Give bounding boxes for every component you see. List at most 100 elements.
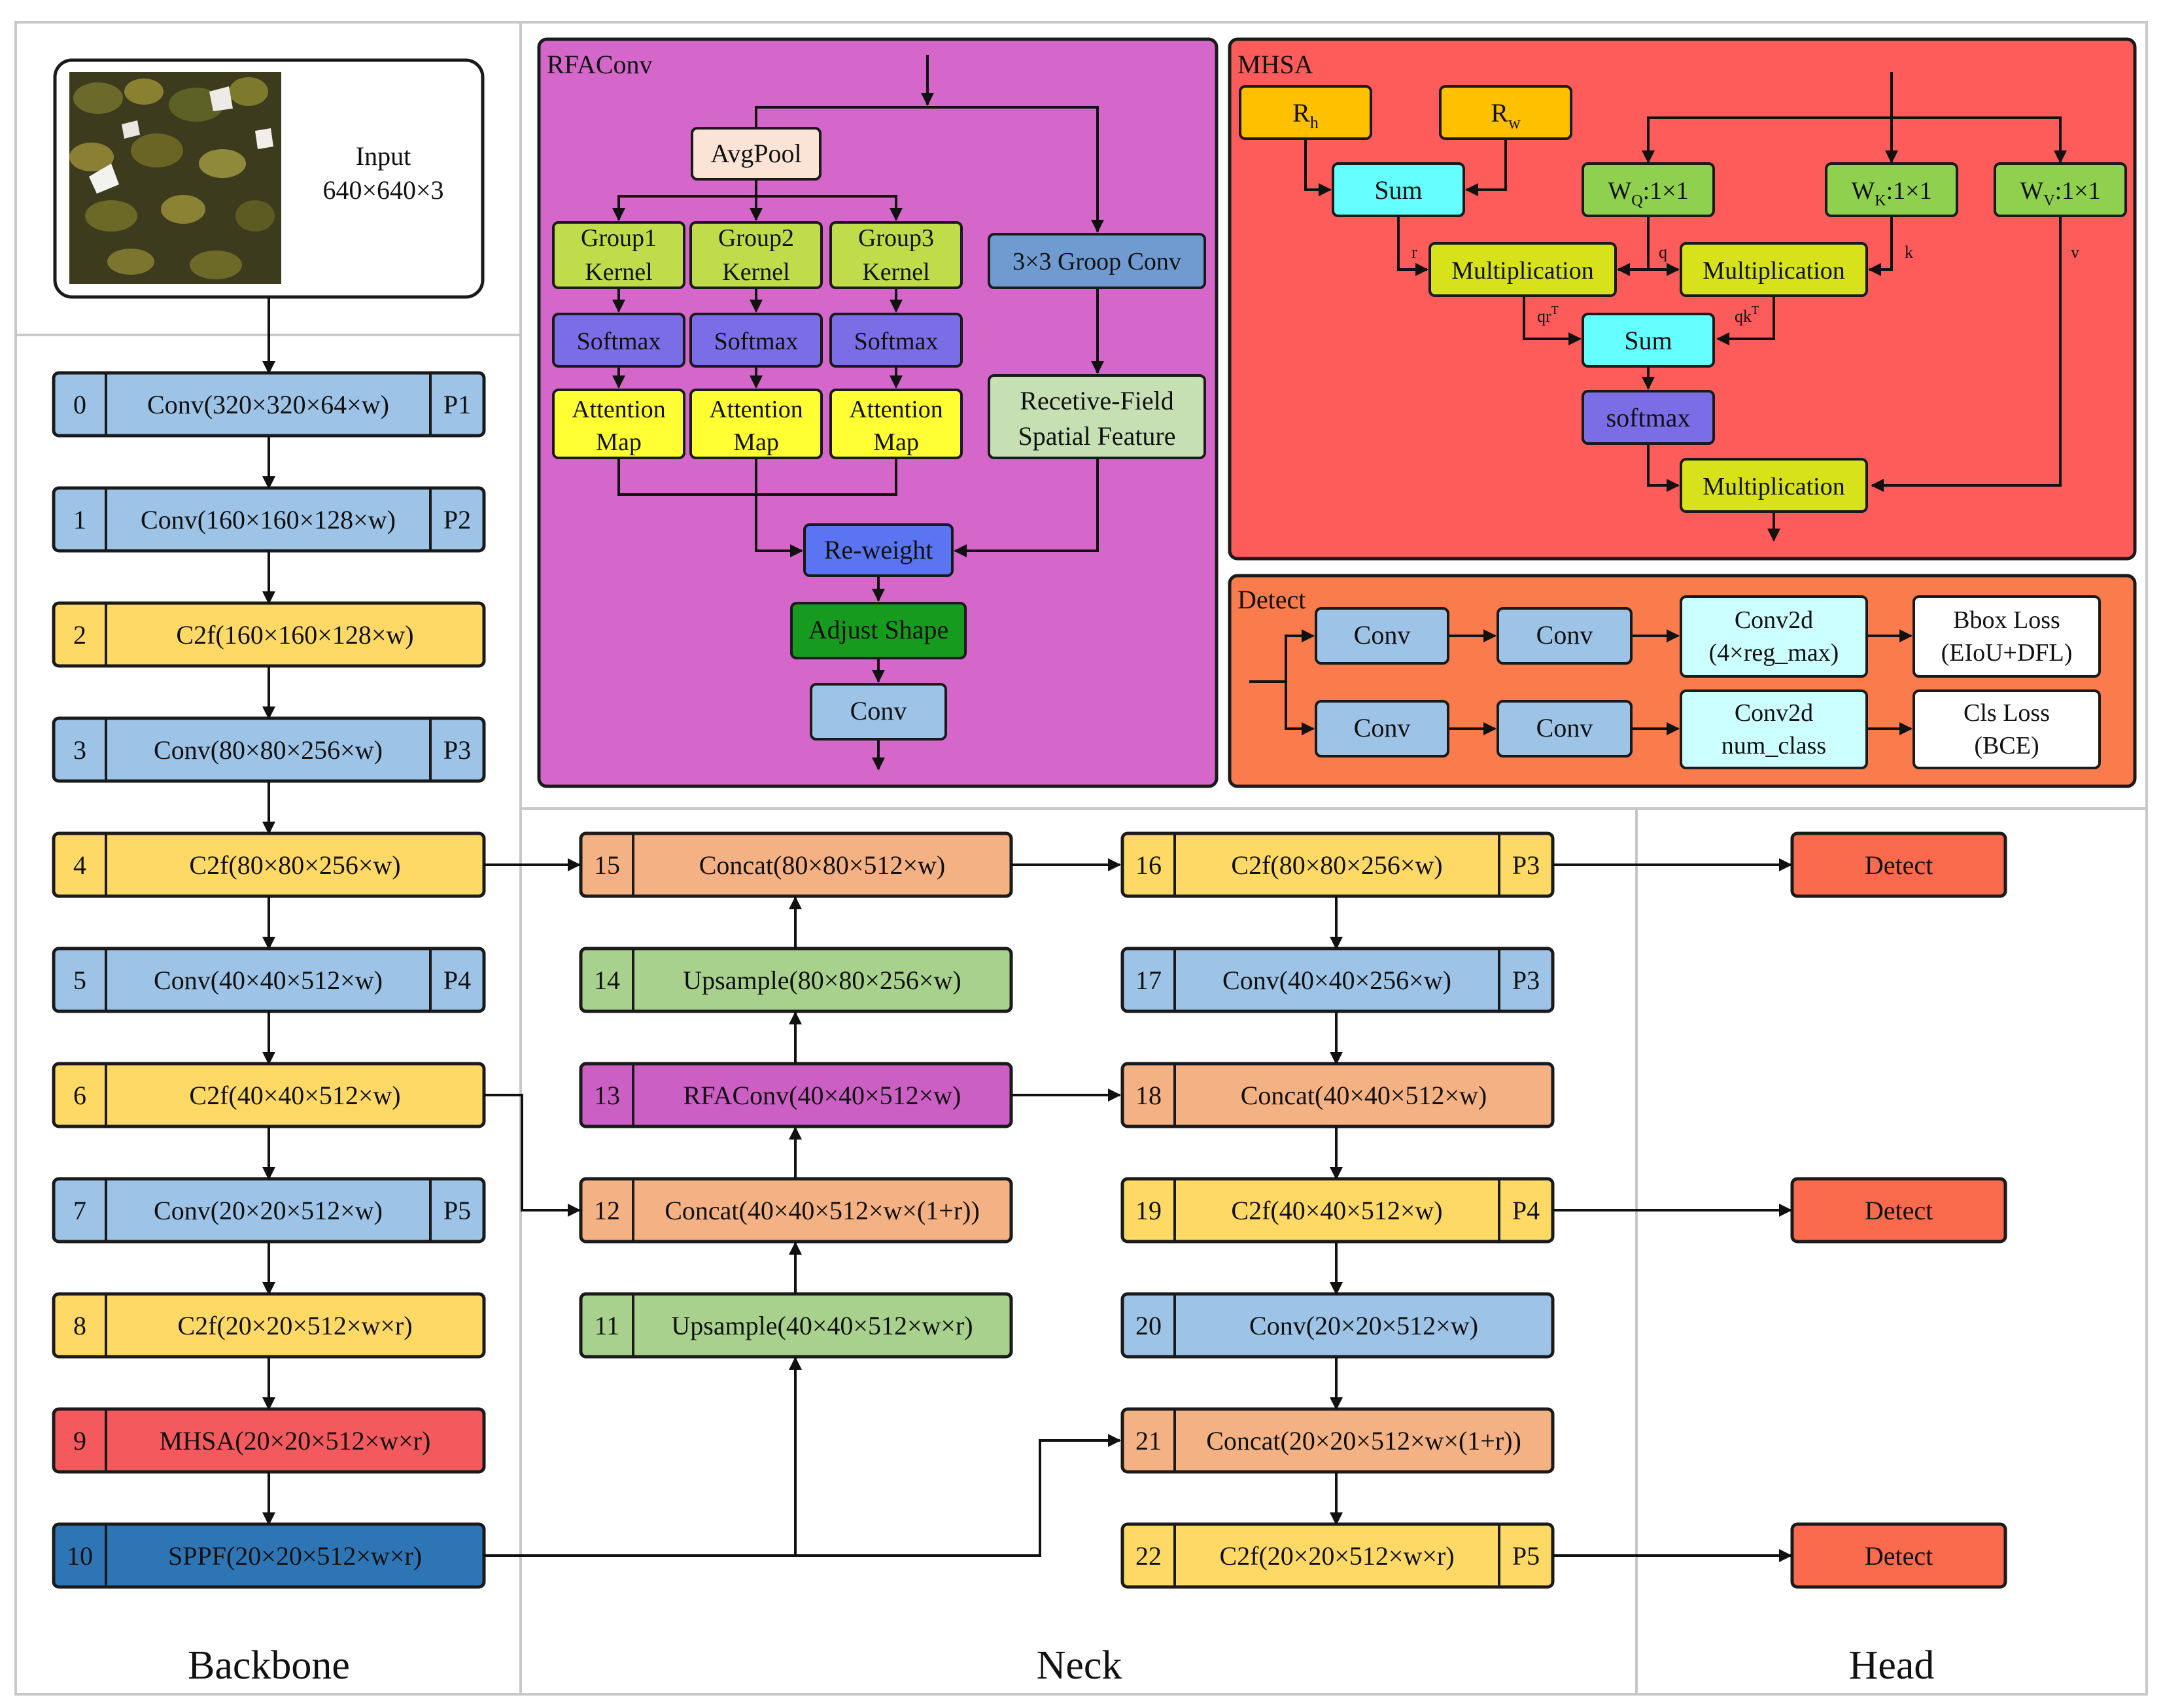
- attention-map2-label: Attention: [709, 396, 803, 423]
- layer-index: 17: [1135, 966, 1162, 995]
- attention-map3-label: Attention: [849, 396, 943, 423]
- multiplication3-block: [1680, 458, 1868, 513]
- layer-label: Upsample(80×80×256×w): [683, 966, 961, 995]
- detect-head-label: Detect: [1865, 850, 1933, 880]
- conv2d-reg-block: [1680, 595, 1868, 678]
- mhsa-sum2-label: Sum: [1624, 326, 1672, 355]
- layer-index: 16: [1135, 850, 1162, 880]
- rh-block: [1239, 85, 1372, 140]
- detect-conv2-label: Conv: [1536, 620, 1593, 650]
- attention-map2-label: Map: [733, 428, 779, 456]
- bbox-loss-label: Bbox Loss: [1953, 606, 2060, 634]
- bbox-loss-label: (EIoU+DFL): [1941, 639, 2073, 667]
- group1-kernel-block: [552, 221, 685, 289]
- layer-index: 19: [1135, 1196, 1162, 1225]
- softmax3-block: [829, 313, 963, 368]
- mhsa-sum-label: Sum: [1374, 175, 1422, 205]
- layer-label: Concat(20×20×512×w×(1+r)): [1206, 1426, 1521, 1455]
- layer-index: 11: [595, 1311, 620, 1340]
- layer-tag: P3: [1512, 966, 1540, 995]
- group3-kernel-label: Group3: [858, 224, 934, 252]
- wv-label: WV:1×1: [2020, 177, 2100, 209]
- layer-block-13-rfaconv: 13 RFAConv(40×40×512×w): [579, 1062, 1013, 1128]
- layer-index: 9: [73, 1426, 86, 1455]
- input-label: Input: [356, 141, 411, 171]
- layer-index: 4: [73, 850, 86, 880]
- multiplication1-label: Multiplication: [1451, 257, 1593, 285]
- layer-label: C2f(80×80×256×w): [1231, 850, 1442, 880]
- detect-panel: Detect Conv Conv Conv Conv Conv2d (4×reg…: [1228, 574, 2137, 788]
- detect-head-1: Detect: [1790, 831, 2007, 898]
- cls-loss-block: [1912, 689, 2101, 769]
- layer-index: 6: [73, 1081, 86, 1110]
- wk-label: WK:1×1: [1851, 177, 1931, 209]
- detect-conv3-block: [1315, 700, 1449, 758]
- group3-kernel-label: Kernel: [862, 258, 929, 286]
- group3-kernel-block: [829, 221, 963, 289]
- layer-label: MHSA(20×20×512×w×r): [160, 1426, 431, 1455]
- label-qk: qkT: [1735, 304, 1759, 326]
- softmax1-block: [552, 313, 685, 368]
- layer-tag: P3: [443, 735, 471, 765]
- conv2d-reg-label: Conv2d: [1735, 606, 1813, 634]
- softmax3-label: Softmax: [854, 328, 939, 355]
- multiplication1-block: [1428, 242, 1617, 297]
- layer-label: RFAConv(40×40×512×w): [684, 1081, 961, 1110]
- section-label-neck: Neck: [1037, 1643, 1122, 1688]
- rh-label: Rh: [1292, 98, 1319, 132]
- receptive-field-label: Spatial Feature: [1018, 421, 1175, 451]
- attention-map1-block: [552, 389, 685, 459]
- detect-conv4-label: Conv: [1536, 713, 1593, 742]
- multiplication3-label: Multiplication: [1703, 473, 1844, 500]
- layer-index: 14: [594, 966, 620, 995]
- rfaconv-title: RFAConv: [547, 50, 653, 79]
- attention-map1-label: Map: [596, 428, 642, 456]
- layer-tag: P4: [443, 966, 471, 995]
- layer-label: C2f(20×20×512×w×r): [177, 1311, 412, 1340]
- layer-index: 12: [594, 1196, 620, 1225]
- mhsa-connectors: [1304, 72, 2067, 542]
- layer-label: Conv(20×20×512×w): [1249, 1311, 1478, 1340]
- layer-index: 13: [594, 1081, 620, 1110]
- rfaconv-conv-label: Conv: [850, 696, 907, 725]
- softmax1-label: Softmax: [577, 328, 661, 355]
- layer-index: 18: [1135, 1081, 1162, 1110]
- receptive-field-label: Recetive-Field: [1020, 386, 1173, 415]
- attention-map3-label: Map: [873, 428, 919, 456]
- group-conv-label: 3×3 Groop Conv: [1012, 248, 1181, 275]
- detect-conv3-label: Conv: [1354, 713, 1411, 742]
- layer-index: 1: [73, 505, 86, 534]
- conv2d-cls-block: [1680, 689, 1868, 769]
- conv2d-reg-label: (4×reg_max): [1709, 639, 1839, 667]
- mhsa-softmax-block: [1582, 390, 1715, 445]
- layer-label: C2f(160×160×128×w): [176, 620, 413, 650]
- mhsa-sum2-block: [1582, 313, 1715, 368]
- layer-label: C2f(80×80×256×w): [189, 850, 400, 880]
- detect-head-2: Detect: [1790, 1177, 2007, 1244]
- rfaconv-panel: RFAConv AvgPool Gro: [537, 37, 1219, 788]
- layer-index: 3: [73, 735, 86, 765]
- group1-kernel-label: Kernel: [585, 258, 652, 286]
- mhsa-title: MHSA: [1237, 50, 1313, 79]
- layer-tag: P5: [1512, 1541, 1540, 1571]
- adjust-shape-block: [790, 602, 967, 659]
- layer-label: C2f(20×20×512×w×r): [1219, 1541, 1454, 1571]
- bbox-loss-block: [1912, 595, 2101, 678]
- layer-block-4-c2f: 4 C2f(80×80×256×w): [52, 831, 486, 898]
- cls-loss-label: (BCE): [1974, 732, 2039, 759]
- layer-index: 15: [594, 850, 620, 880]
